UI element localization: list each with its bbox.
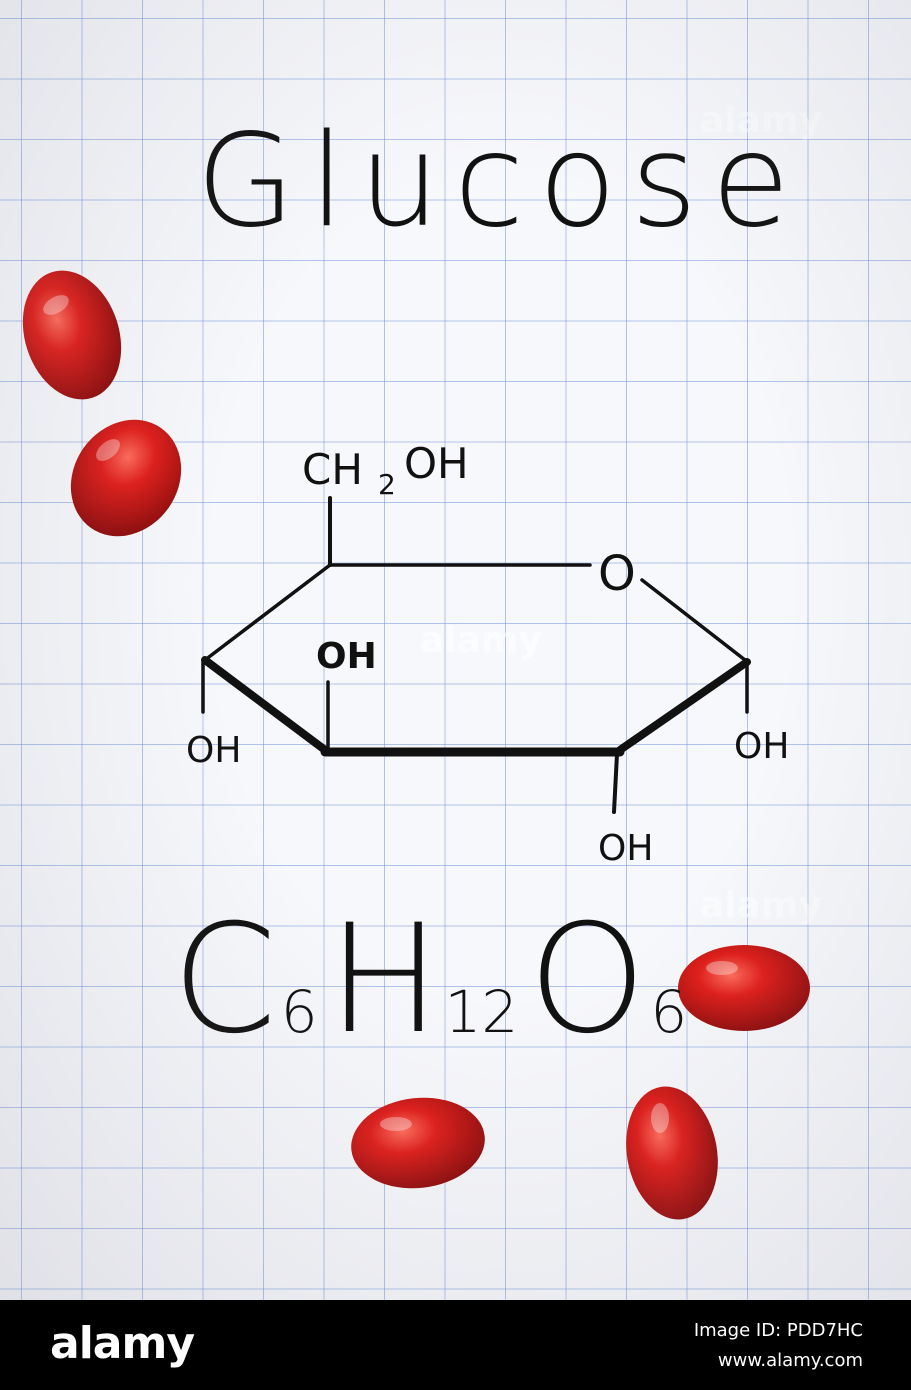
bond-bottom-left [201, 656, 329, 754]
formula-c-sub: 6 [280, 978, 318, 1047]
label-ring-oxygen: O [598, 546, 636, 602]
photo: Glucose CH 2 OH O OH OH OH OH [0, 0, 911, 1300]
capsule [626, 1086, 718, 1220]
watermark: alamy [420, 620, 542, 661]
brand-logo: alamy [50, 1318, 195, 1369]
capsule [22, 270, 122, 400]
bond-o-right [640, 578, 747, 662]
capsule [70, 419, 182, 537]
formula-o-sub: 6 [650, 978, 688, 1047]
watermark: alamy [700, 100, 822, 141]
bond-bottom-oh [612, 752, 619, 814]
formula-h-sub: 12 [444, 978, 519, 1047]
footer-bar: alamy Image ID: PDD7HC www.alamy.com [0, 1300, 911, 1390]
capsules [22, 270, 810, 1220]
bond-bottom-right [616, 658, 751, 754]
label-bottom-oh: OH [598, 828, 653, 869]
formula-c: C [172, 893, 277, 1067]
label-left-oh: OH [186, 730, 241, 771]
formula-o: O [528, 893, 647, 1067]
title-glucose: Glucose [196, 107, 804, 256]
glucose-structure: CH 2 OH O OH OH OH OH [22, 270, 810, 1220]
capsule [678, 945, 810, 1031]
site-url: www.alamy.com [717, 1350, 863, 1371]
chemical-formula: C6H12O6 [172, 905, 697, 1055]
label-ch-sub: 2 [378, 468, 396, 501]
label-ch-oh: OH [404, 439, 469, 488]
label-inner-oh: OH [316, 636, 377, 677]
label-ch: CH [302, 445, 363, 494]
watermark: alamy [700, 885, 822, 926]
bond-top-left [203, 563, 332, 662]
label-right-oh: OH [734, 726, 789, 767]
formula-h: H [327, 893, 441, 1067]
image-id: Image ID: PDD7HC [693, 1320, 863, 1341]
capsule [351, 1097, 485, 1189]
